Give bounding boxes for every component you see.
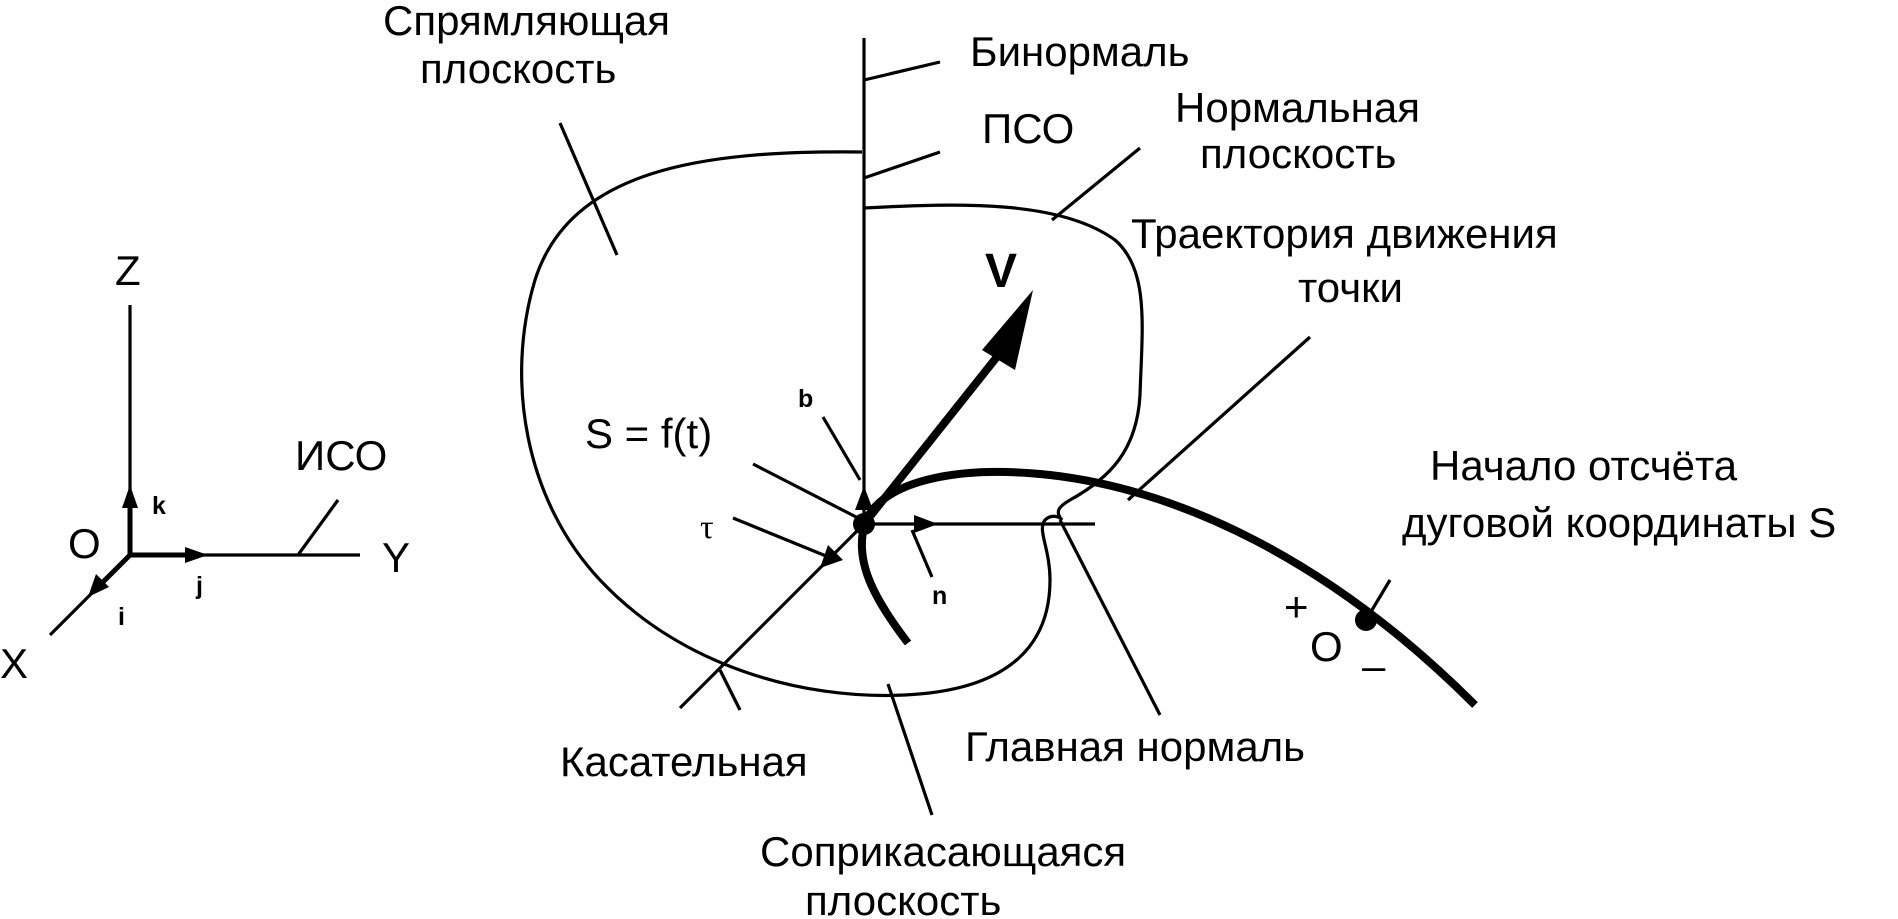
trajectory-curve — [857, 468, 1478, 708]
pso-label: ПСО — [982, 105, 1074, 152]
arc-origin-label-line1: Начало отсчёта — [1430, 442, 1738, 489]
normal-plane-outline — [863, 203, 1144, 522]
fixed-origin-label: O — [68, 520, 101, 567]
tau-vector-label: τ — [700, 509, 714, 546]
fixed-frame: Z Y X O ИСО k j i — [0, 247, 410, 687]
n-arrowhead — [914, 515, 938, 533]
plus-sign: + — [1284, 583, 1309, 630]
arc-origin-letter: O — [1310, 623, 1343, 670]
i-vector-label: i — [118, 603, 125, 631]
tau-arrowhead — [820, 545, 843, 568]
n-vector-label: n — [932, 582, 947, 610]
principal-normal-label: Главная нормаль — [965, 723, 1305, 770]
trajectory-leader — [1126, 335, 1312, 502]
tangent-leader — [718, 669, 742, 711]
arc-origin-leader — [1364, 579, 1392, 621]
pso-leader — [863, 150, 941, 180]
osculating-plane-leader — [886, 683, 934, 816]
osculating-plane-label-line2: плоскость — [805, 877, 1001, 919]
normal-plane-label-line1: Нормальная — [1175, 84, 1420, 131]
velocity-vector — [860, 350, 1004, 527]
k-arrowhead — [122, 485, 138, 508]
rectifying-plane-label-line2: плоскость — [420, 45, 616, 92]
x-axis-label: X — [0, 640, 28, 687]
i-arrowhead — [88, 574, 109, 597]
arc-origin-label-line2: дуговой координаты S — [1402, 499, 1836, 546]
tau-leader — [732, 516, 827, 558]
k-vector-label: k — [152, 492, 166, 520]
arc-equation-leader — [752, 462, 861, 521]
iso-label: ИСО — [295, 432, 387, 479]
binormal-label: Бинормаль — [970, 28, 1190, 75]
z-axis-label: Z — [115, 247, 141, 294]
binormal-leader — [863, 60, 941, 82]
arc-equation-label: S = f(t) — [585, 410, 712, 457]
normal-plane-leader — [1050, 146, 1142, 222]
rectifying-plane-leader — [558, 122, 619, 256]
b-arrowhead — [855, 486, 873, 510]
trajectory-label-line2: точки — [1298, 264, 1403, 311]
velocity-arrowhead — [982, 290, 1033, 370]
j-vector-label: j — [195, 572, 203, 600]
b-vector-label: b — [798, 385, 813, 413]
tangent-label: Касательная — [560, 738, 808, 785]
iso-leader-line — [296, 499, 340, 556]
b-leader — [821, 416, 862, 481]
i-vector — [98, 553, 132, 587]
osculating-plane-outline — [520, 150, 1064, 698]
n-leader — [910, 529, 934, 578]
osculating-plane-label-line1: Соприкасающаяся — [760, 828, 1126, 875]
rectifying-plane-label-line1: Спрямляющая — [383, 0, 670, 44]
principal-normal-leader — [1058, 519, 1162, 716]
trajectory-label-line1: Траектория движения — [1131, 210, 1558, 257]
velocity-label: V — [985, 245, 1017, 298]
j-arrowhead — [185, 547, 208, 563]
normal-plane-label-line2: плоскость — [1200, 130, 1396, 177]
y-axis-label: Y — [382, 534, 410, 581]
minus-sign: – — [1362, 642, 1386, 689]
